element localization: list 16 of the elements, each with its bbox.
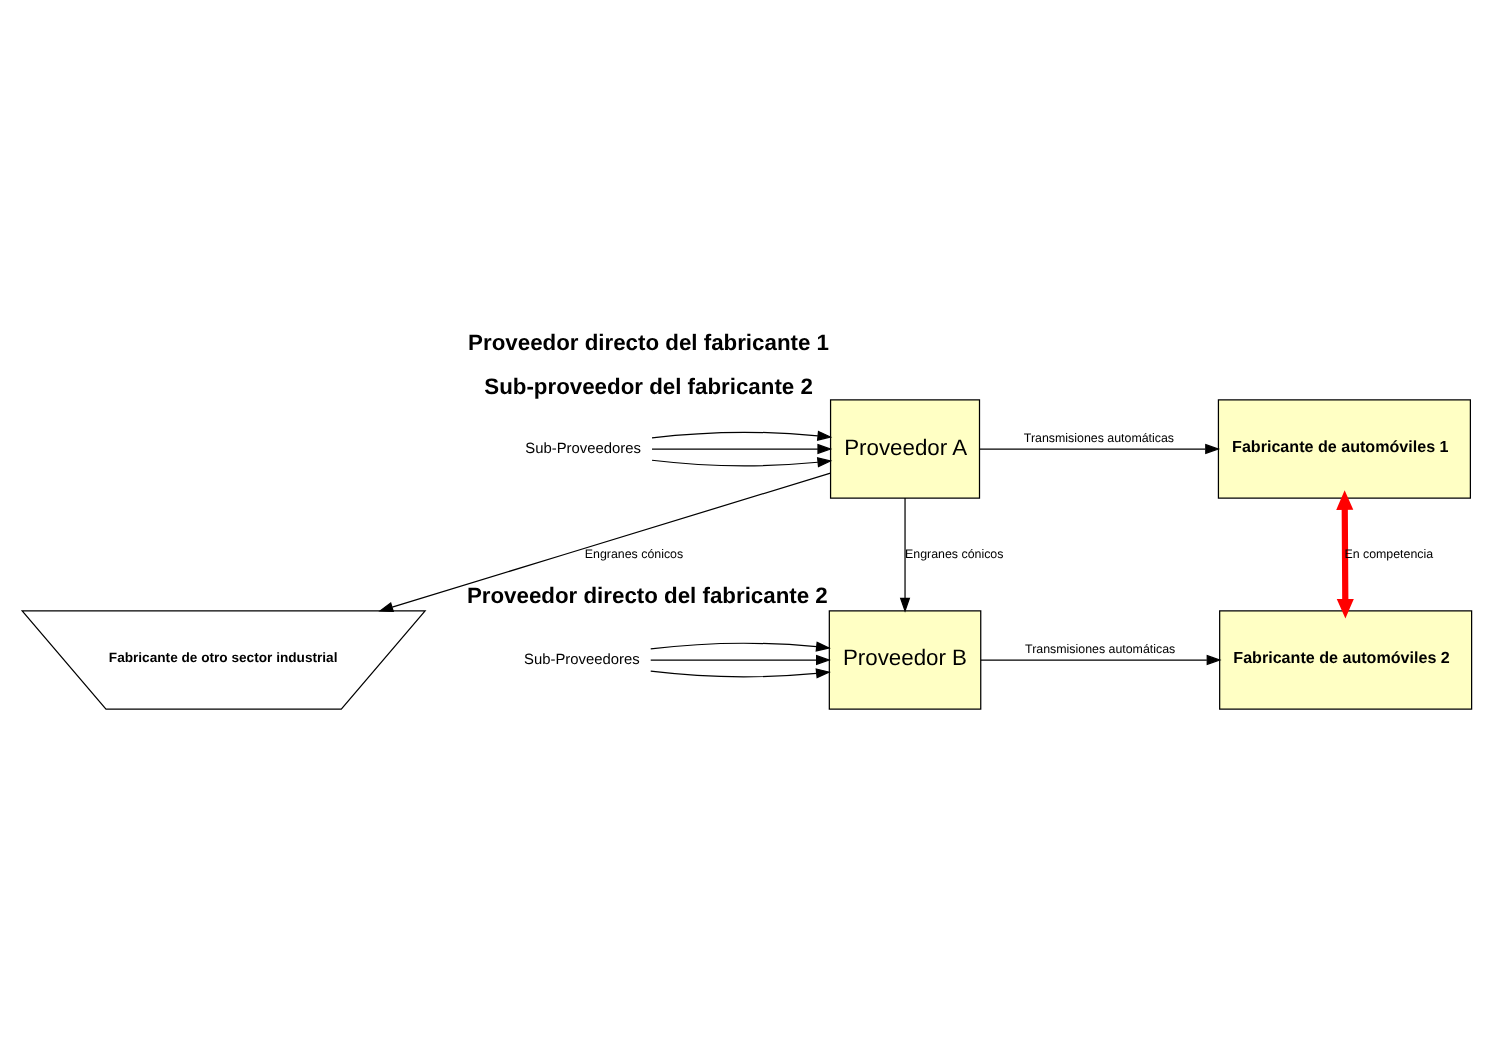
arrow xyxy=(1336,490,1354,619)
arrow xyxy=(651,443,833,455)
arrow xyxy=(650,654,831,666)
node-box: Proveedor A xyxy=(829,399,981,499)
arrow xyxy=(978,443,1221,455)
arrow xyxy=(651,430,833,441)
arrow xyxy=(650,668,831,679)
arrow xyxy=(651,457,833,468)
node-label: Proveedor directo del fabricante 2 xyxy=(466,584,828,609)
arrow xyxy=(378,472,832,613)
node-label: Sub-proveedor del fabricante 2 xyxy=(484,376,813,401)
node-label: Proveedor directo del fabricante 1 xyxy=(468,331,829,356)
arrow xyxy=(650,641,831,652)
node-box: Proveedor B xyxy=(828,610,982,710)
arrow xyxy=(980,654,1222,666)
arrow xyxy=(899,497,911,613)
